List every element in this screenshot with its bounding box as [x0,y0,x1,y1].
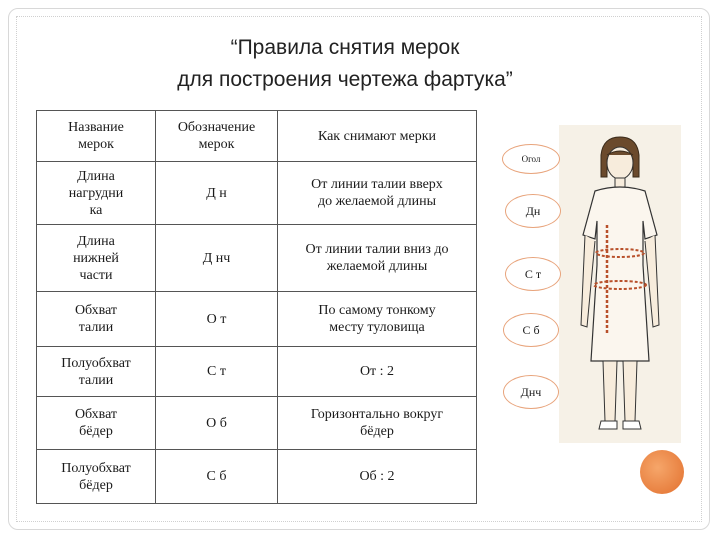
decorative-orange-circle [640,450,684,494]
cell-measure-name: Обхват талии [36,291,156,347]
cell-how-to-measure: От линии талии вверх до желаемой длины [277,161,477,225]
cell-how-to-measure: От : 2 [277,346,477,397]
label-sb: С б [503,313,559,347]
cell-how-to-measure: От линии талии вниз до желаемой длины [277,224,477,292]
table-row: Обхват талии О т По самому тонкому месту… [36,291,477,347]
measurements-table: Название мерок Обозначение мерок Как сни… [36,110,477,504]
cell-measure-name: Полуобхват бёдер [36,449,156,504]
cell-measure-symbol: С т [155,346,278,397]
header-measure-symbol: Обозначение мерок [155,110,278,162]
title-line-2: для построения чертежа фартука” [177,68,513,91]
table-row: Обхват бёдер О б Горизонтально вокруг бё… [36,396,477,450]
label-ogol: Огол [502,144,560,174]
title-line-1: “Правила снятия мерок [230,36,460,59]
label-dn: Дн [505,194,561,228]
table-row: Полуобхват бёдер С б Об : 2 [36,449,477,504]
cell-measure-symbol: Д н [155,161,278,225]
header-how-to-measure: Как снимают мерки [277,110,477,162]
cell-how-to-measure: По самому тонкому месту туловища [277,291,477,347]
table-header-row: Название мерок Обозначение мерок Как сни… [36,110,477,162]
label-st: С т [505,257,561,291]
slide-dotted-border [16,16,702,522]
slide-frame [8,8,710,530]
cell-how-to-measure: Об : 2 [277,449,477,504]
table-row: Длина нижней части Д нч От линии талии в… [36,224,477,292]
cell-measure-symbol: О т [155,291,278,347]
cell-measure-name: Полуобхват талии [36,346,156,397]
woman-figure-drawing [580,136,660,430]
cell-measure-name: Обхват бёдер [36,396,156,450]
cell-measure-name: Длина нагрудни ка [36,161,156,225]
table-row: Полуобхват талии С т От : 2 [36,346,477,397]
cell-how-to-measure: Горизонтально вокруг бёдер [277,396,477,450]
cell-measure-name: Длина нижней части [36,224,156,292]
label-dnch: Днч [503,375,559,409]
figure-illustration [559,125,681,443]
cell-measure-symbol: Д нч [155,224,278,292]
slide-title: “Правила снятия мерок для построения чер… [100,32,590,96]
cell-measure-symbol: О б [155,396,278,450]
cell-measure-symbol: С б [155,449,278,504]
header-measure-name: Название мерок [36,110,156,162]
table-row: Длина нагрудни ка Д н От линии талии вве… [36,161,477,225]
